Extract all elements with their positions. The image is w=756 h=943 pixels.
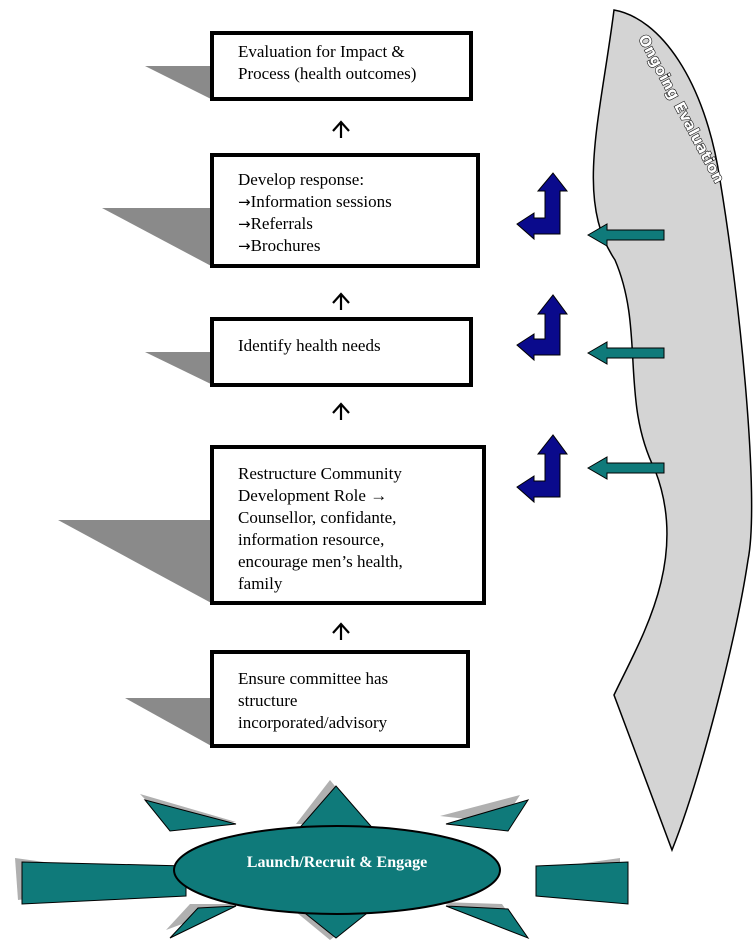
up-arrow-1 [332, 120, 350, 138]
develop-line-3: →Referrals [238, 214, 313, 233]
restructure-line-4: information resource, [238, 530, 385, 549]
restructure-line-3: Counsellor, confidante, [238, 508, 397, 527]
star-ray-top-right [445, 799, 530, 832]
star-ray-bottom-right [445, 905, 530, 940]
star-ray-right [535, 861, 629, 905]
develop-line-2: →Information sessions [238, 192, 392, 211]
up-arrow-3 [332, 402, 350, 420]
evaluation-line-1: Evaluation for Impact & [238, 42, 405, 61]
teal-arrow-1 [587, 223, 665, 247]
identify-line-1: Identify health needs [238, 336, 381, 355]
ensure-line-3: incorporated/advisory [238, 713, 388, 732]
star-ray-bottom-left [169, 905, 237, 939]
ensure-committee-box: Ensure committee has structure incorpora… [210, 650, 470, 748]
shadow-identify [145, 352, 215, 386]
launch-starburst [15, 780, 629, 940]
up-arrow-2 [332, 292, 350, 310]
shadow-ensure [125, 698, 215, 748]
restructure-line-1: Restructure Community [238, 464, 402, 483]
star-ray-left [21, 861, 187, 905]
up-arrow-4 [332, 622, 350, 640]
ensure-line-1: Ensure committee has [238, 669, 389, 688]
shadow-develop [102, 208, 215, 268]
bent-arrow-3 [516, 434, 568, 504]
teal-arrow-2 [587, 341, 665, 365]
identify-needs-box: Identify health needs [210, 317, 473, 387]
teal-left-arrows [587, 223, 665, 480]
shadow-evaluation [145, 66, 215, 101]
evaluation-line-2: Process (health outcomes) [238, 64, 417, 83]
navy-bent-arrows [516, 172, 569, 504]
develop-line-1: Develop response: [238, 170, 365, 189]
bullet-arrow-icon: → [238, 237, 251, 255]
launch-label: Launch/Recruit & Engage [246, 854, 428, 871]
ensure-line-2: structure [238, 691, 298, 710]
develop-response-box: Develop response: →Information sessions … [210, 153, 480, 268]
bent-arrow-1 [516, 172, 569, 241]
evaluation-box: Evaluation for Impact & Process (health … [210, 31, 473, 101]
bullet-arrow-icon: → [238, 193, 251, 211]
restructure-box: Restructure Community Development Role →… [210, 445, 486, 605]
develop-line-4: →Brochures [238, 236, 321, 255]
restructure-line-2: Development Role → [238, 486, 388, 505]
launch-ellipse [173, 825, 501, 915]
ongoing-evaluation-callout [592, 9, 753, 853]
bent-arrow-2 [516, 294, 568, 362]
teal-arrow-3 [587, 456, 665, 480]
restructure-line-6: family [238, 574, 283, 593]
shadow-restructure [58, 520, 215, 605]
up-arrows [332, 120, 350, 640]
restructure-line-5: encourage men’s health, [238, 552, 403, 571]
bullet-arrow-icon: → [238, 215, 251, 233]
star-ray-top-left [143, 799, 237, 832]
